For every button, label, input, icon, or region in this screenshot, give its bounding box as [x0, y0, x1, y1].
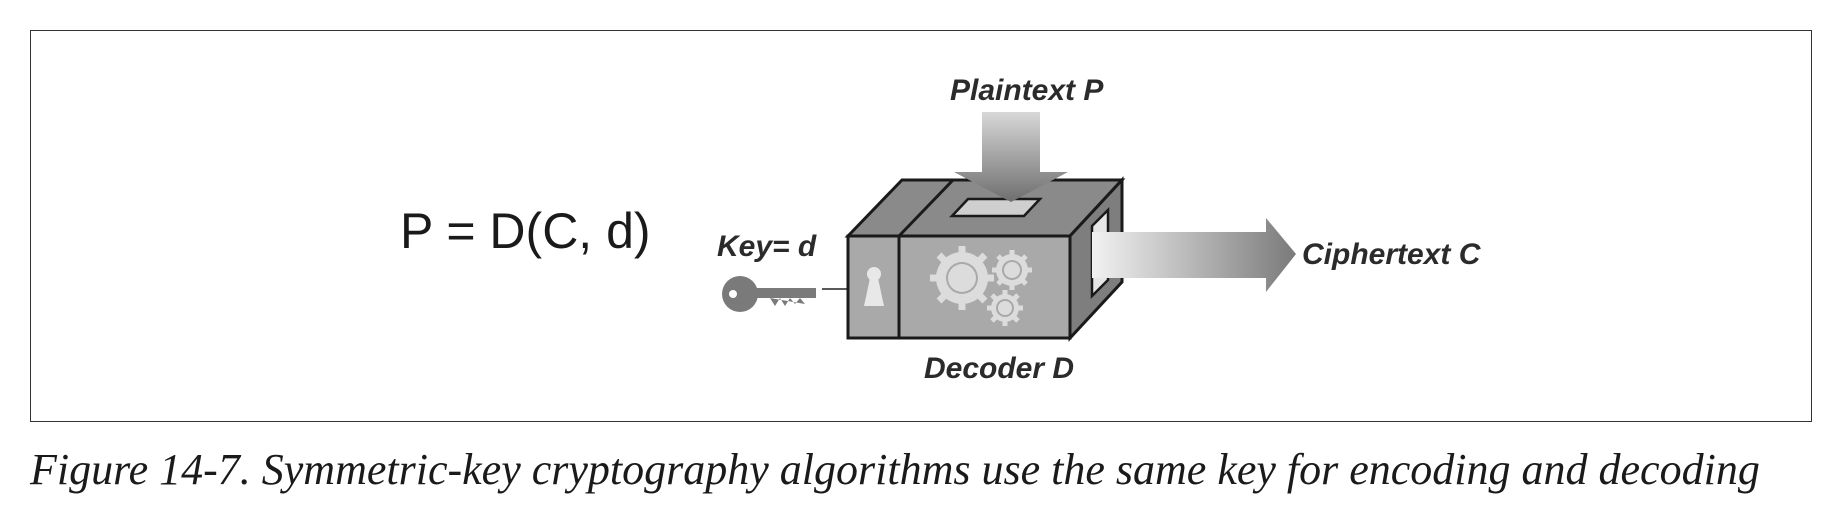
gears-icon [930, 246, 1032, 326]
equation: P = D(C, d) [400, 203, 651, 259]
key-label: Key= d [717, 230, 817, 263]
decoder-label: Decoder D [924, 352, 1074, 385]
ciphertext-arrow [1092, 218, 1296, 292]
plaintext-arrow [954, 112, 1068, 202]
decoder-box [844, 176, 1126, 342]
decoder-diagram: P = D(C, d) [400, 74, 1482, 385]
keyhole-icon [864, 267, 884, 306]
ciphertext-label: Ciphertext C [1302, 238, 1482, 271]
figure-frame [30, 30, 1812, 422]
figure-caption: Figure 14-7. Symmetric-key cryptography … [30, 445, 1760, 494]
plaintext-label: Plaintext P [950, 74, 1104, 107]
key-icon [722, 276, 816, 312]
